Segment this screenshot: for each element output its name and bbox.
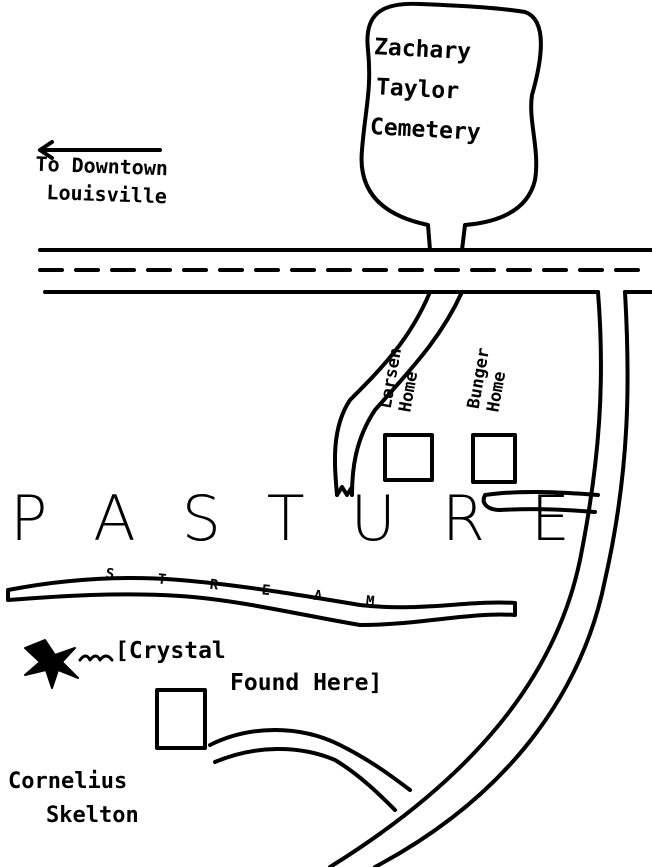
pasture-letter: T <box>266 482 305 555</box>
pasture-letter: S <box>181 482 221 555</box>
stream-letter: S <box>104 565 115 583</box>
stream-letter: E <box>260 582 272 600</box>
cemetery-label: Zachary Taylor Cemetery <box>369 27 486 153</box>
downtown-label-line: Louisville <box>46 180 168 209</box>
pasture-letter: P <box>10 482 48 555</box>
larsen-home <box>383 433 434 482</box>
skelton-label-line: Skelton <box>46 803 139 828</box>
stream-letter: R <box>208 576 220 594</box>
crystal-label: [Crystal Found Here] <box>115 635 382 699</box>
pasture-letter: A <box>93 482 136 555</box>
skelton-home <box>155 688 207 750</box>
stream <box>6 576 517 627</box>
stream-letter: M <box>365 593 376 611</box>
arrow-left-icon <box>38 140 162 160</box>
pasture-letter: U <box>350 482 396 555</box>
cemetery-label-line: Cemetery <box>369 114 482 146</box>
stream-letter: A <box>313 587 324 605</box>
cemetery-outline <box>359 1 543 252</box>
driveway-left <box>332 290 464 497</box>
main-road-right <box>328 290 630 867</box>
crystal-pointer <box>78 654 114 662</box>
skelton-label-line: Cornelius <box>8 769 128 794</box>
bunger-driveway <box>481 489 600 514</box>
star-burst-icon <box>24 639 79 689</box>
pasture-letter: E <box>530 482 570 555</box>
downtown-label: To Downtown Louisville <box>34 150 168 211</box>
crystal-label-line: [Crystal <box>115 638 226 664</box>
crystal-label-line: Found Here] <box>230 670 383 696</box>
pasture-label: P A S T U R E <box>10 482 570 555</box>
skelton-label: Cornelius Skelton <box>8 765 139 833</box>
bunger-home <box>471 433 517 484</box>
skelton-driveway <box>208 728 412 812</box>
cemetery-label-line: Taylor <box>375 74 460 105</box>
pasture-letter: R <box>441 482 485 555</box>
cemetery-label-line: Zachary <box>373 34 472 66</box>
stream-letter: T <box>156 571 167 589</box>
